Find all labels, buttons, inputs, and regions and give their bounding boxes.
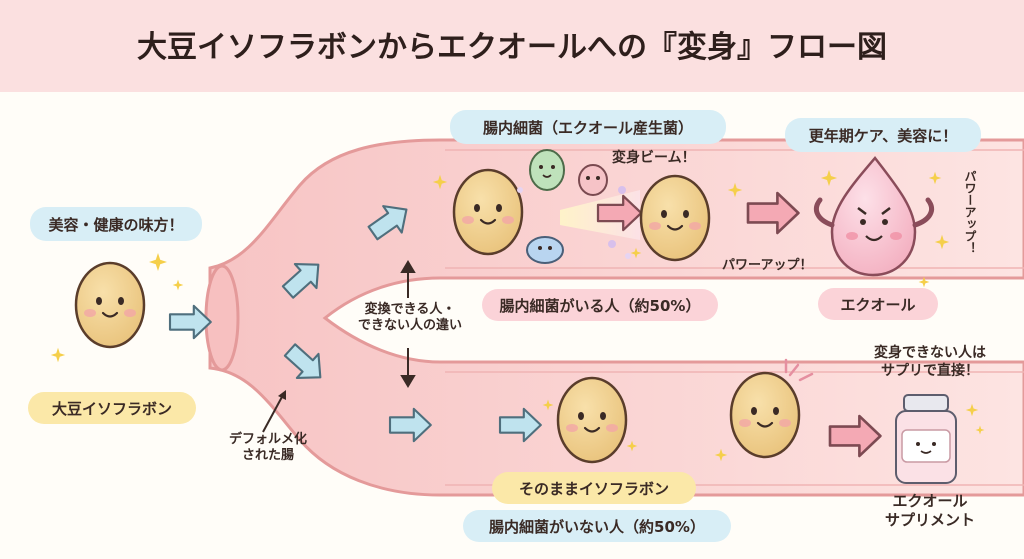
bean-lower-1-icon	[556, 376, 628, 464]
page-title: 大豆イソフラボンからエクオールへの『変身』フロー図	[137, 30, 887, 65]
upper-path-label: 腸内細菌がいる人（約50%）	[482, 289, 718, 321]
lower-same-label: そのままイソフラボン	[492, 472, 696, 504]
soy-name-label: 大豆イソフラボン	[28, 392, 196, 424]
sparkle-icon	[172, 279, 184, 291]
supplement-name-line-2: サプリメント	[884, 510, 975, 529]
beam-label: 変身ビーム！	[612, 150, 696, 166]
bacteria-icons	[517, 149, 631, 264]
gut-note-pointer	[262, 394, 284, 433]
supplement-note-line-1: 変身できない人は	[874, 345, 986, 361]
supplement-name: エクオール サプリメント	[850, 492, 1010, 530]
compare-arrow-icon	[400, 260, 416, 388]
equol-speech-bubble: 更年期ケア、美容に！	[785, 118, 981, 152]
supplement-bottle-icon	[895, 394, 957, 484]
power-up-label: パワーアップ！	[722, 258, 813, 273]
supplement-note: 変身できない人は サプリで直接！	[842, 345, 1018, 380]
gut-note-line-2: された腸	[241, 448, 294, 464]
center-note: 変換できる人・ できない人の違い	[340, 302, 480, 335]
center-note-line-2: できない人の違い	[357, 318, 462, 334]
supplement-note-line-2: サプリで直接！	[881, 362, 979, 379]
sparkle-icon	[149, 253, 167, 271]
sparkle-icon	[50, 347, 66, 363]
equol-drop-icon	[814, 156, 934, 277]
center-note-line-1: 変換できる人・	[364, 302, 456, 317]
gut-note: デフォルメ化 された腸	[213, 432, 323, 465]
bacteria-speech-bubble: 腸内細菌（エクオール産生菌）	[450, 110, 726, 144]
gut-opening	[204, 264, 240, 372]
motion-marks-icon	[784, 358, 814, 382]
gut-note-line-1: デフォルメ化	[228, 432, 307, 447]
soy-speech-bubble: 美容・健康の味方！	[30, 207, 202, 241]
bean-upper-2-icon	[639, 174, 711, 262]
bean-lower-2-icon	[729, 371, 801, 459]
lower-path-label: 腸内細菌がいない人（約50%）	[463, 510, 731, 542]
supplement-name-line-1: エクオール	[892, 492, 968, 510]
power-up-vertical-label: パワーアップ！	[963, 170, 977, 254]
title-band	[0, 0, 1024, 92]
equol-name-label: エクオール	[818, 288, 938, 320]
bean-upper-1-icon	[452, 168, 524, 256]
soy-bean-icon	[74, 261, 146, 349]
